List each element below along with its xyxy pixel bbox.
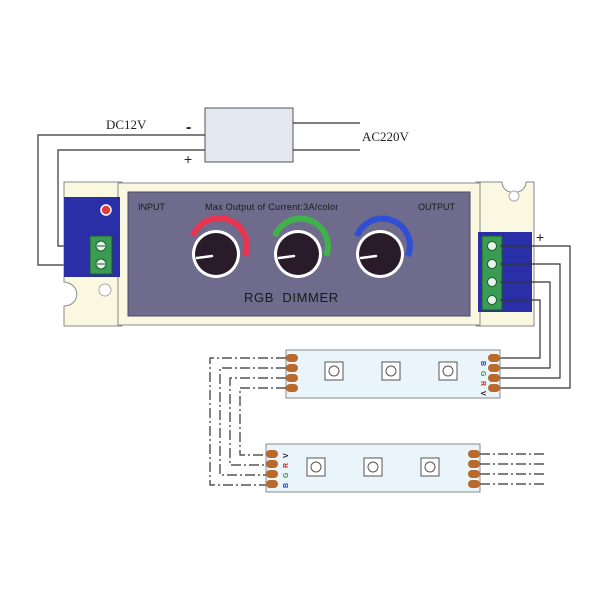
strip-2-right-pad-3 [468,470,480,478]
led-strip-1-left-pads [286,354,298,392]
led-strip-2-left-pads [266,450,278,488]
inter-wire-4 [239,387,286,456]
strip-1-right-pad-1 [488,354,500,362]
strip-2-led-3 [420,457,440,477]
right-screw-hole [508,190,520,202]
output-wire-1 [500,245,571,389]
red-knob-dial [195,233,237,275]
strip-1-right-pad-2 [488,364,500,372]
strip-1-pad-letters: B G R V [479,361,486,396]
strip-1-pad-letter-g: G [479,371,486,377]
input-label: INPUT [138,202,166,212]
output-screws [487,241,497,305]
strip-2-left-pad-1 [266,450,278,458]
strip-2-led-1 [306,457,326,477]
strip-2-pad-letter-b: B [283,483,290,488]
output-plus-label: + [536,229,544,245]
strip-1-left-pad-4 [286,384,298,392]
output-wire-4 [500,299,541,359]
strip-2-led-1-lens [310,461,322,473]
output-wire-2 [500,263,561,379]
red-knob-arc [190,215,250,258]
strip-1-left-pad-3 [286,374,298,382]
power-supply: AC220V DC12V - + [106,107,410,167]
green-knob-arc [272,215,331,258]
strip-1-pad-letter-b: B [479,361,486,366]
strip-1-left-pad-2 [286,364,298,372]
output-label: OUTPUT [418,202,456,212]
blue-knob-pointer [359,254,378,260]
rgb-dimmer-label: RGB DIMMER [244,290,339,305]
led-strip-1-right-pads [488,354,500,392]
strip-2-pad-letter-r: R [283,463,290,468]
strip-2-pad-letters: B G R V [283,453,290,488]
trailing-wires [480,453,545,485]
green-knob-dial [277,233,319,275]
strip-2-leds [306,457,440,477]
dc-voltage-label: DC12V [106,117,147,132]
inter-strip-wires [209,357,286,486]
input-terminal [89,235,113,275]
dc-plus-label: + [184,151,192,167]
strip-2-led-2 [363,457,383,477]
inter-wire-3 [229,377,286,466]
output-screw-3 [487,277,497,287]
strip-2-right-pad-1 [468,450,480,458]
strip-2-pad-letter-g: G [283,472,290,478]
output-wires [500,245,571,389]
blue-knob-arc [354,215,413,258]
output-screw-1 [487,241,497,251]
green-knob[interactable] [272,215,331,278]
output-screw-2 [487,259,497,269]
output-wire-3 [500,281,551,369]
strip-1-pad-letter-v: V [479,391,486,396]
rgb-dimmer-controller: + INPUT OUTPUT Max Output of Current:3A/… [63,181,544,327]
status-led [100,204,112,216]
strip-1-led-2 [381,361,401,381]
strip-1-led-1 [324,361,344,381]
ac-voltage-label: AC220V [362,129,410,144]
strip-2-left-pad-4 [266,480,278,488]
strip-2-right-pad-2 [468,460,480,468]
strip-2-pad-letter-v: V [283,453,290,458]
blue-knob-dial [359,233,401,275]
strip-1-right-pad-3 [488,374,500,382]
red-knob-pointer [195,254,214,260]
strip-1-led-1-lens [328,365,340,377]
strip-1-pad-letter-r: R [479,381,486,386]
strip-2-left-pad-3 [266,470,278,478]
output-terminal [481,235,503,311]
strip-1-left-pad-1 [286,354,298,362]
strip-2-led-2-lens [367,461,379,473]
max-current-label: Max Output of Current:3A/color [205,202,339,212]
blue-knob[interactable] [354,215,413,278]
strip-1-led-3-lens [442,365,454,377]
inter-wire-1 [209,357,286,486]
led-strip-2: B G R V [265,443,481,493]
strip-2-left-pad-2 [266,460,278,468]
red-knob[interactable] [190,215,250,278]
output-screw-4 [487,295,497,305]
power-supply-box [204,107,294,163]
green-knob-pointer [277,254,296,260]
strip-2-right-pad-4 [468,480,480,488]
dc-minus-label: - [186,119,191,136]
led-strip-1: B G R V [285,349,501,399]
led-strip-2-right-pads [468,450,480,488]
inter-wire-2 [219,367,286,476]
strip-1-leds [324,361,458,381]
strip-2-led-3-lens [424,461,436,473]
strip-1-led-2-lens [385,365,397,377]
strip-1-right-pad-4 [488,384,500,392]
strip-1-led-3 [438,361,458,381]
left-screw-hole [98,283,112,297]
